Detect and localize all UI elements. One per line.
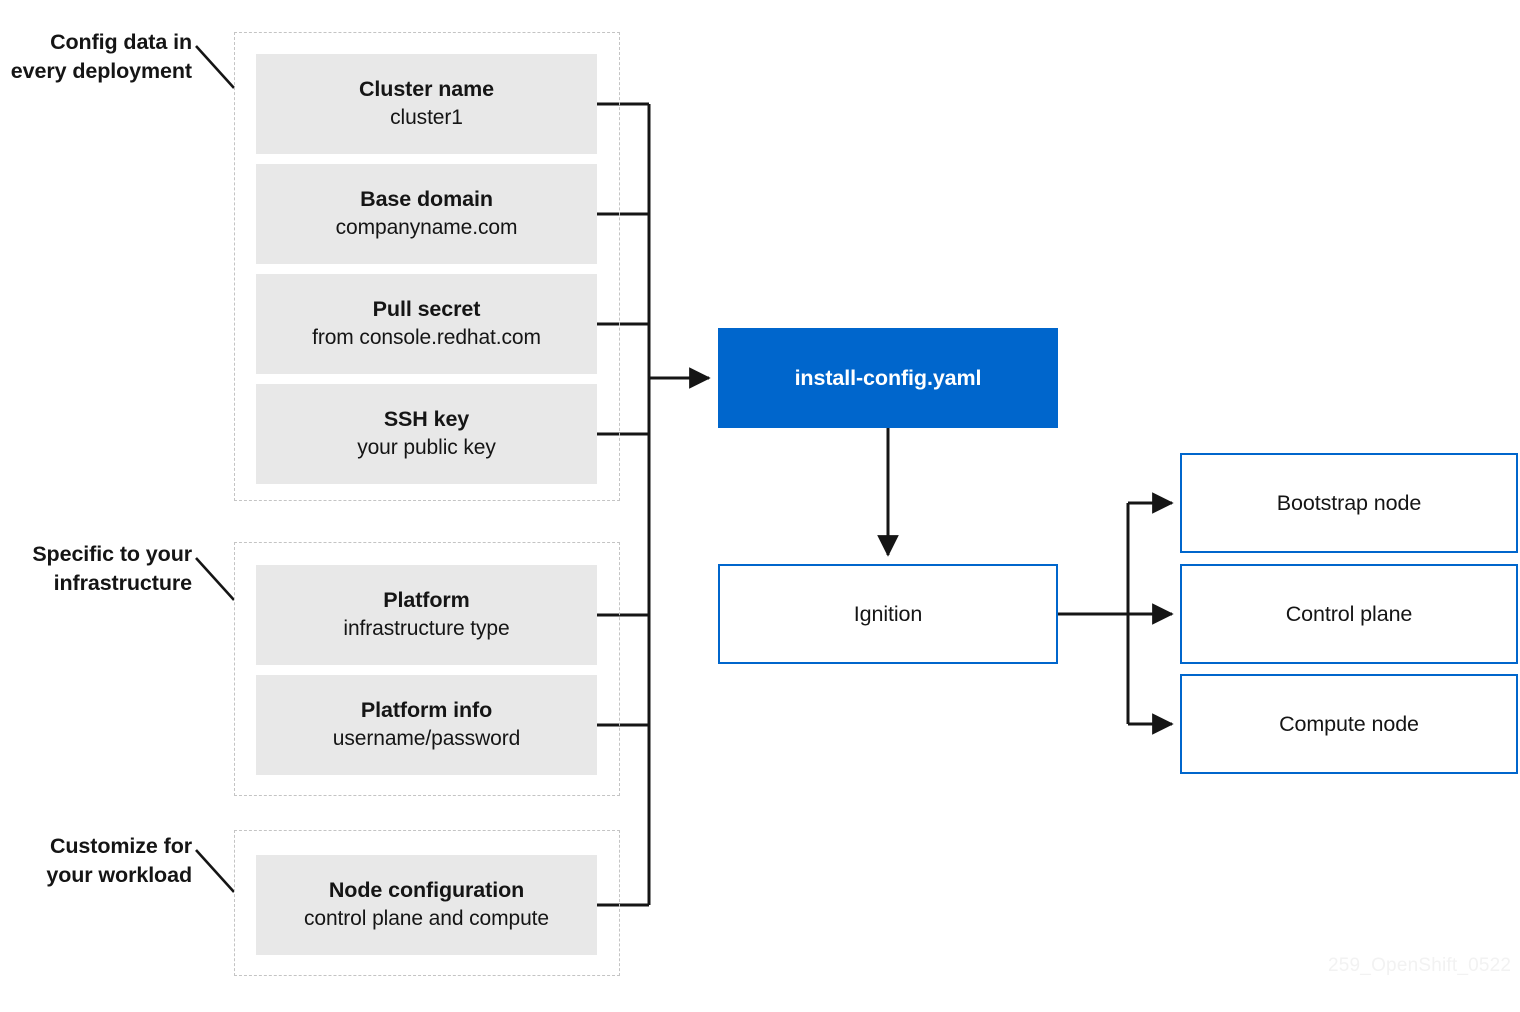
ignition-label: Ignition bbox=[853, 601, 923, 626]
config-card-platform[interactable]: Platform infrastructure type bbox=[256, 565, 597, 665]
config-card-ssh-key[interactable]: SSH key your public key bbox=[256, 384, 597, 484]
card-title: Platform info bbox=[360, 698, 493, 723]
card-subtitle: username/password bbox=[332, 727, 521, 751]
card-subtitle: your public key bbox=[357, 436, 496, 460]
config-card-node-configuration[interactable]: Node configuration control plane and com… bbox=[256, 855, 597, 955]
config-card-pull-secret[interactable]: Pull secret from console.redhat.com bbox=[256, 274, 597, 374]
card-subtitle: from console.redhat.com bbox=[312, 326, 541, 350]
install-config-yaml-label: install-config.yaml bbox=[794, 365, 982, 390]
group-container-every-deployment bbox=[234, 32, 620, 501]
card-title: SSH key bbox=[383, 407, 470, 432]
card-subtitle: control plane and compute bbox=[304, 907, 549, 931]
group-container-infrastructure bbox=[234, 542, 620, 796]
group-label-every-deployment: Config data in every deployment bbox=[10, 30, 192, 84]
compute-node-box[interactable]: Compute node bbox=[1180, 674, 1518, 774]
card-title: Cluster name bbox=[358, 77, 494, 102]
card-title: Node configuration bbox=[328, 878, 525, 903]
leader-line-every-deployment bbox=[195, 45, 235, 89]
control-plane-label: Control plane bbox=[1285, 601, 1413, 626]
card-subtitle: cluster1 bbox=[390, 106, 463, 130]
leader-line-infrastructure bbox=[195, 557, 235, 601]
config-card-cluster-name[interactable]: Cluster name cluster1 bbox=[256, 54, 597, 154]
bootstrap-node-label: Bootstrap node bbox=[1276, 490, 1422, 515]
leader-line-workload bbox=[195, 849, 235, 893]
watermark-label: 259_OpenShift_0522 bbox=[1328, 955, 1512, 976]
control-plane-box[interactable]: Control plane bbox=[1180, 564, 1518, 664]
ignition-fanout-bus bbox=[1058, 503, 1130, 724]
group-label-infrastructure: Specific to your infrastructure bbox=[32, 542, 192, 596]
group-container-workload bbox=[234, 830, 620, 976]
config-card-base-domain[interactable]: Base domain companyname.com bbox=[256, 164, 597, 264]
card-subtitle: infrastructure type bbox=[343, 617, 510, 641]
compute-node-label: Compute node bbox=[1279, 711, 1419, 736]
card-title: Pull secret bbox=[372, 297, 481, 322]
config-card-platform-info[interactable]: Platform info username/password bbox=[256, 675, 597, 775]
group-label-workload: Customize for your workload bbox=[46, 834, 192, 888]
card-title: Platform bbox=[383, 588, 470, 613]
install-config-yaml-box[interactable]: install-config.yaml bbox=[718, 328, 1058, 428]
bootstrap-node-box[interactable]: Bootstrap node bbox=[1180, 453, 1518, 553]
card-subtitle: companyname.com bbox=[335, 216, 518, 240]
ignition-box[interactable]: Ignition bbox=[718, 564, 1058, 664]
card-title: Base domain bbox=[360, 187, 493, 212]
